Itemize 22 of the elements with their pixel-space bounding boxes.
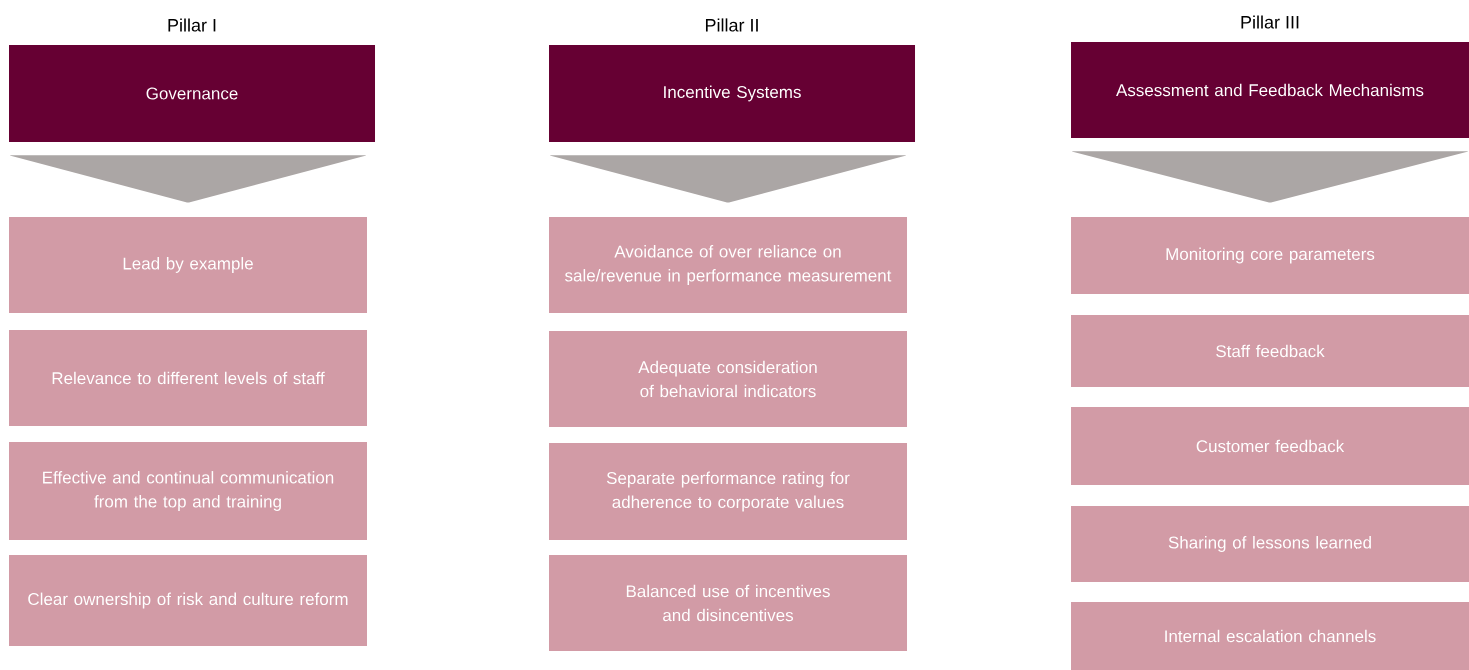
item-box: Effective and continual communication from the top and training: [9, 442, 367, 540]
pillar-header-box: Assessment and Feedback Mechanisms: [1071, 42, 1469, 138]
pillar-header-box: Governance: [9, 45, 375, 142]
chevron-arrow: [9, 155, 367, 203]
item-box: Avoidance of over reliance on sale/revenue in performance measurement: [549, 217, 907, 313]
item-box: Sharing of lessons learned: [1071, 506, 1469, 582]
item-box: Clear ownership of risk and culture reform: [9, 555, 367, 646]
pillar-label: Pillar III: [1241, 15, 1299, 29]
item-box: Balanced use of incentives and disincentives: [549, 555, 907, 651]
item-box: Customer feedback: [1071, 407, 1469, 485]
item-box: Adequate consideration of behavioral indicators: [549, 331, 907, 427]
item-box: Relevance to different levels of staff: [9, 330, 367, 426]
item-box: Separate performance rating for adherence to corporate values: [549, 443, 907, 540]
pillar-label: Pillar I: [168, 18, 216, 32]
pillar-label: Pillar II: [706, 18, 758, 32]
item-box: Lead by example: [9, 217, 367, 313]
pillar-header-box: Incentive Systems: [549, 45, 915, 142]
item-box: Internal escalation channels: [1071, 602, 1469, 670]
item-box: Staff feedback: [1071, 315, 1469, 387]
chevron-arrow: [1071, 151, 1469, 203]
item-box: Monitoring core parameters: [1071, 217, 1469, 294]
chevron-arrow: [549, 155, 907, 203]
